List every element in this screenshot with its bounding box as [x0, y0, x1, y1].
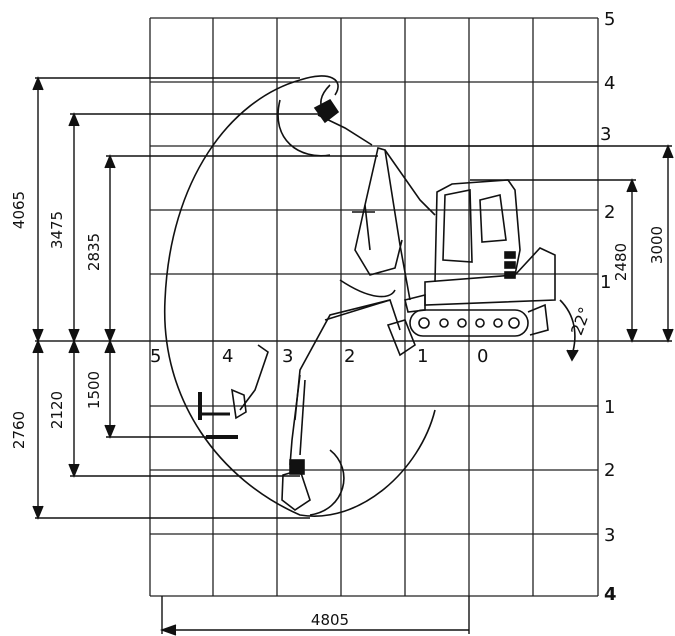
dim-label-2835: 2835: [85, 233, 103, 271]
angle-arc: [559, 299, 576, 356]
arrow: [68, 339, 80, 354]
bucket-left: [231, 388, 247, 420]
dimension-labels: 4065 3475 2835 1500 2120 2760 2480 3000 …: [10, 191, 666, 629]
track: [409, 309, 529, 337]
bucket-pin: [289, 459, 305, 475]
grid-label: 1: [604, 397, 615, 418]
blade-angle-arc: [559, 299, 579, 362]
arrow: [68, 112, 80, 127]
arrow: [32, 339, 44, 354]
dim-label-2120: 2120: [48, 391, 66, 429]
arm-deep-2: [299, 379, 306, 456]
arm-deep: [289, 374, 301, 466]
grid-label: 3: [600, 124, 611, 145]
grid-label: 2: [604, 460, 615, 481]
arm-ground-cyl: [324, 299, 391, 321]
bucket-top: [313, 98, 340, 124]
envelope-inner-curve: [277, 99, 331, 157]
bucket-raised: [354, 204, 403, 276]
boom-left: [198, 344, 269, 439]
boom-max-depth: [281, 374, 311, 511]
vent: [504, 261, 516, 269]
axis-label: 2: [344, 346, 355, 367]
bucket-top-curve: [320, 84, 331, 113]
axis-label: 5: [150, 346, 161, 367]
envelope-bottom-curve: [309, 449, 345, 516]
working-range-envelope: [163, 75, 436, 517]
grid-label: 4: [604, 584, 617, 605]
boom-cylinder: [384, 149, 436, 216]
envelope-top-curve: [299, 75, 339, 96]
grid-label: 5: [604, 9, 615, 30]
envelope-curve: [163, 79, 436, 517]
swing-post: [404, 293, 426, 313]
arrow: [104, 154, 116, 169]
arrow: [662, 328, 674, 343]
arrow: [626, 178, 638, 193]
grid-labels-right: 5 4 3 2 1 1 2 3 4: [600, 9, 617, 605]
cab-window: [442, 189, 473, 263]
grid-label: 4: [604, 73, 615, 94]
grid-labels-axis: 5 4 3 2 1 0: [150, 346, 488, 367]
envelope-swing-curve: [339, 279, 396, 298]
axis-label: 0: [477, 346, 488, 367]
excavator-machine: [404, 179, 556, 337]
dim-label-2760: 2760: [10, 411, 28, 449]
dim-label-3000: 3000: [648, 226, 666, 264]
dozer-blade: [527, 303, 549, 336]
arrow: [104, 424, 116, 439]
arrow: [566, 349, 579, 362]
arrow: [104, 339, 116, 354]
arrow: [32, 76, 44, 91]
arrow: [626, 328, 638, 343]
boom-raised: [352, 146, 436, 301]
track-rollers: [418, 317, 520, 329]
arm-left: [239, 344, 269, 411]
dim-label-angle: 22°: [567, 305, 595, 338]
arrow: [68, 463, 80, 478]
cab-window-rear: [479, 194, 507, 243]
grid-label: 2: [604, 202, 615, 223]
boom-max-height: [313, 84, 373, 146]
grid-label: 3: [604, 525, 615, 546]
vent: [504, 271, 516, 279]
dim-label-3475: 3475: [48, 211, 66, 249]
dim-label-1500: 1500: [85, 371, 103, 409]
dim-label-4805: 4805: [311, 611, 349, 629]
axis-label: 3: [282, 346, 293, 367]
arrow: [159, 624, 177, 636]
vent: [504, 251, 516, 259]
bucket-ground: [386, 319, 416, 357]
arrow: [662, 144, 674, 159]
boom-arm: [364, 146, 411, 301]
axis-label: 4: [222, 346, 233, 367]
cab: [434, 179, 521, 283]
dim-label-4065: 4065: [10, 191, 28, 229]
axis-label: 1: [417, 346, 428, 367]
grid-label: 1: [600, 272, 611, 293]
arrow: [32, 505, 44, 520]
upper-body: [424, 247, 556, 306]
dim-label-2480: 2480: [612, 243, 630, 281]
